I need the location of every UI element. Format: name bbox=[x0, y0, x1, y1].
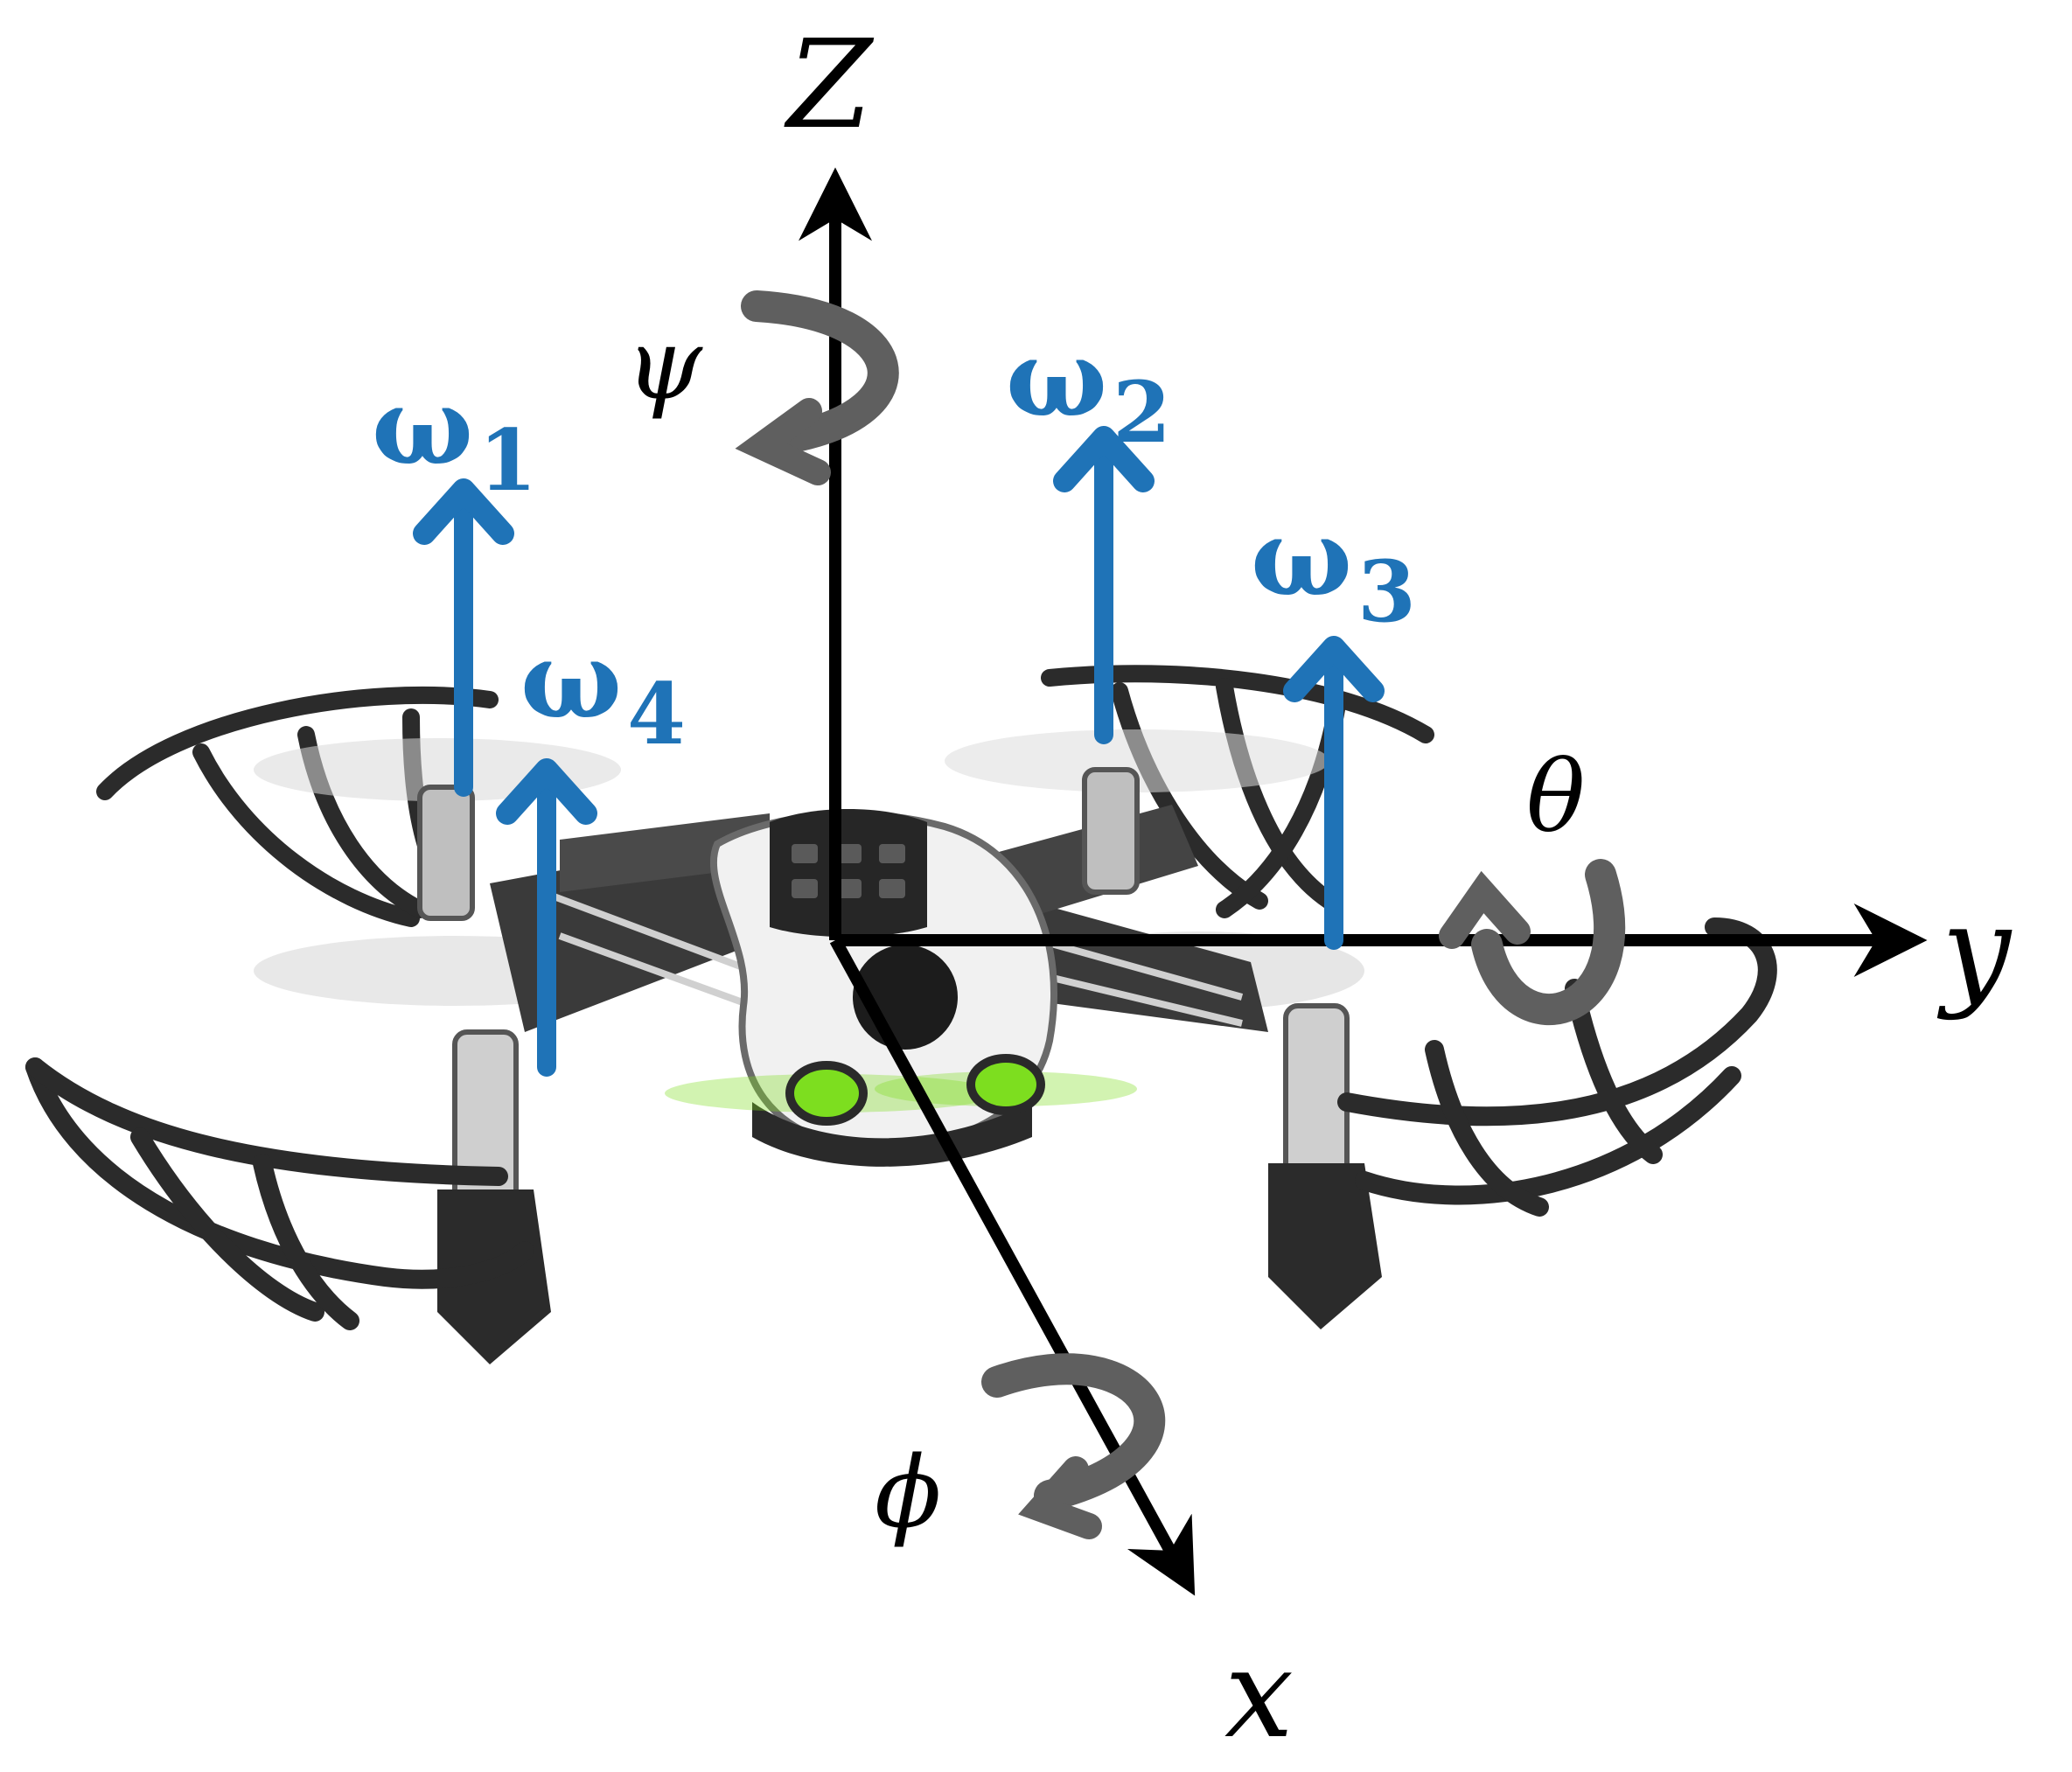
pitch-label: θ bbox=[1526, 741, 1585, 855]
rotor-1-arrow bbox=[413, 478, 514, 797]
x-axis-label: x bbox=[1224, 1623, 1294, 1766]
rotor-speed-arrows bbox=[413, 426, 1385, 1077]
roll-label: ϕ bbox=[875, 1436, 941, 1550]
omega-2-label: ω2 bbox=[1006, 315, 1171, 462]
yaw-rotation-arrow bbox=[735, 290, 899, 485]
axis-labels: Z y x bbox=[784, 14, 2013, 1766]
rotor-2-arrow bbox=[1053, 426, 1155, 744]
roll-rotation-arrow bbox=[981, 1353, 1166, 1539]
omega-3-label: ω3 bbox=[1251, 494, 1416, 641]
omega-1-label: ω1 bbox=[372, 363, 537, 510]
rotor-labels: ω1 ω2 ω3 ω4 bbox=[372, 315, 1416, 764]
drone-illustration bbox=[25, 665, 1777, 1364]
z-axis-label: Z bbox=[784, 14, 875, 157]
pitch-rotation-arrow bbox=[1439, 859, 1626, 1025]
y-axis-label: y bbox=[1936, 880, 2013, 1022]
rotor-3-arrow bbox=[1283, 636, 1385, 950]
rotor-4-arrow bbox=[496, 758, 597, 1077]
yaw-label: ψ bbox=[625, 308, 703, 422]
front-left-prop-guard bbox=[25, 1057, 534, 1330]
omega-4-label: ω4 bbox=[520, 617, 686, 764]
front-right-prop-guard bbox=[1337, 917, 1777, 1217]
rotation-labels: ψ θ ϕ bbox=[625, 308, 1585, 1550]
drone-body bbox=[709, 809, 1057, 1167]
